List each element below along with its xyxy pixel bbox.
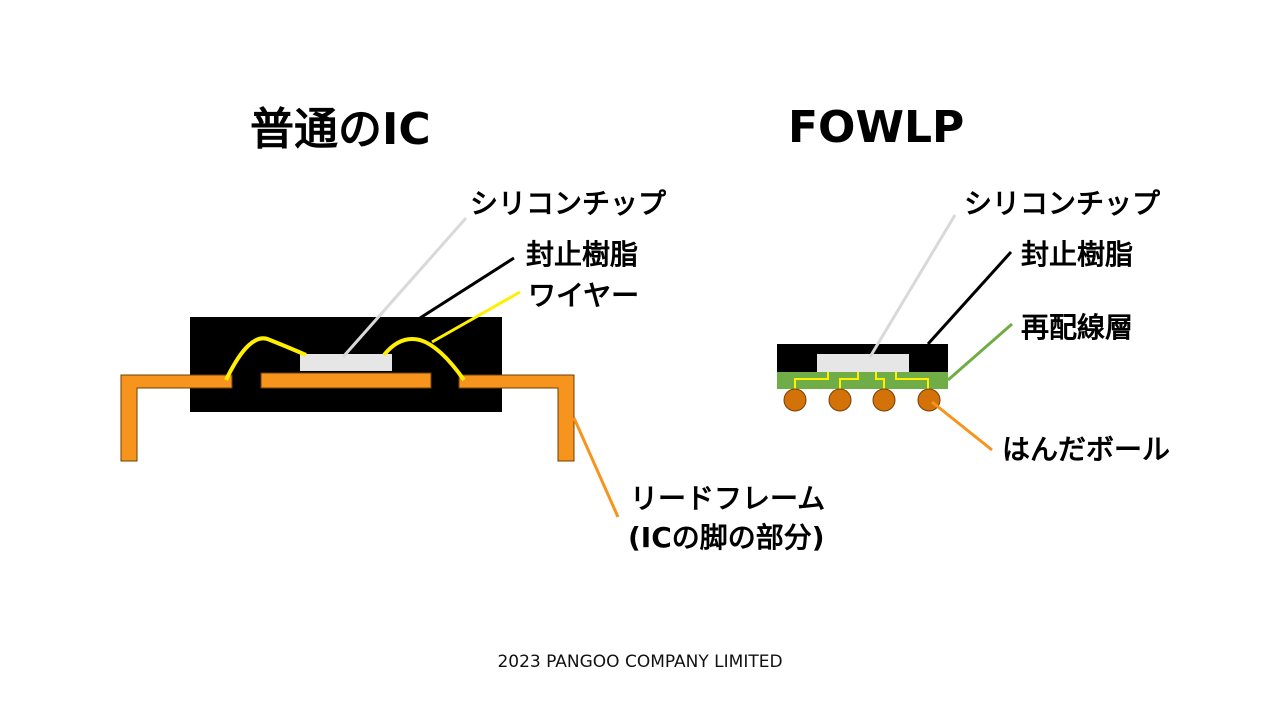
left-silicon-chip [300, 354, 392, 371]
left-resin-label: 封止樹脂 [526, 238, 639, 271]
lead-frame-sublabel: (ICの脚の部分) [628, 521, 825, 554]
fowlp-diagram [777, 214, 1013, 452]
solder-ball-label: はんだボール [1002, 433, 1171, 466]
right-resin-leader-line [926, 250, 1013, 346]
right-resin-label: 封止樹脂 [1021, 238, 1134, 271]
solder-ball [783, 388, 807, 412]
redistribution-layer-label: 再配線層 [1021, 311, 1134, 344]
left-lead-frame-leader-line [572, 417, 620, 518]
left-bond-wire-left [224, 336, 307, 381]
left-wire-label: ワイヤー [528, 279, 640, 312]
solder-ball [828, 388, 852, 412]
left-lead-frame-left-leg [120, 374, 233, 462]
conventional-ic-title: 普通のIC [250, 104, 431, 155]
left-silicon-chip-label: シリコンチップ [470, 187, 667, 220]
right-rdl-leader-line [947, 322, 1013, 382]
solder-ball [917, 388, 941, 412]
left-resin-leader-line [419, 256, 515, 320]
left-bond-wire-right [382, 337, 466, 382]
right-redistribution-layer [777, 372, 948, 389]
right-silicon-chip-label: シリコンチップ [964, 187, 1161, 220]
right-chip-leader-line [868, 214, 957, 358]
left-lead-frame-right-leg [458, 374, 575, 462]
right-silicon-chip [817, 354, 909, 372]
left-chip-leader-line [341, 217, 468, 358]
right-solder-ball-leader-line [931, 400, 993, 452]
solder-ball [872, 388, 896, 412]
right-redistribution-traces [794, 372, 929, 389]
copyright-footer: 2023 PANGOO COMPANY LIMITED [497, 652, 783, 672]
conventional-ic-diagram [120, 217, 620, 518]
lead-frame-label: リードフレーム [630, 482, 826, 515]
left-die-pad [260, 372, 432, 389]
fowlp-title: FOWLP [788, 102, 965, 153]
left-wire-leader-line [431, 290, 521, 344]
